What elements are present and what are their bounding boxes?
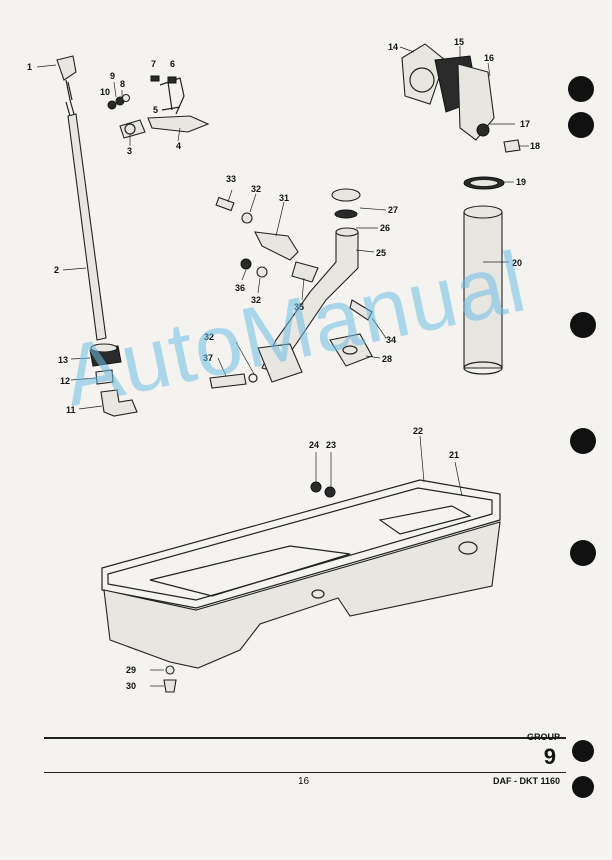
callout-11: 11 bbox=[66, 405, 76, 415]
callout-13: 13 bbox=[58, 355, 68, 365]
callout-8: 8 bbox=[120, 79, 125, 89]
page-number: 16 bbox=[298, 776, 310, 787]
index-tab-marker bbox=[568, 112, 594, 138]
oil-suction-pipe-assembly bbox=[209, 188, 387, 389]
callout-34: 34 bbox=[386, 335, 396, 345]
callout-33: 33 bbox=[226, 174, 236, 184]
callout-35: 35 bbox=[294, 302, 304, 312]
index-tab-marker bbox=[572, 776, 594, 798]
callout-15: 15 bbox=[454, 37, 464, 47]
callout-27: 27 bbox=[388, 205, 398, 215]
callout-10: 10 bbox=[100, 87, 110, 97]
bracket-parts bbox=[107, 75, 210, 146]
callout-24: 24 bbox=[309, 440, 319, 450]
index-tab-marker bbox=[570, 428, 596, 454]
group-label: GROUP bbox=[526, 732, 560, 742]
callout-labels: 1 2 3 4 5 6 7 8 9 10 11 12 13 14 15 16 1… bbox=[27, 37, 540, 691]
callout-16: 16 bbox=[484, 53, 494, 63]
dipstick-assembly bbox=[36, 55, 107, 341]
callout-19: 19 bbox=[516, 177, 526, 187]
callout-14: 14 bbox=[388, 42, 398, 52]
callout-4: 4 bbox=[176, 141, 181, 151]
callout-32-top: 32 bbox=[251, 184, 261, 194]
callout-3: 3 bbox=[127, 146, 132, 156]
callout-25: 25 bbox=[376, 248, 386, 258]
callout-7: 7 bbox=[151, 59, 156, 69]
dipstick-guide-parts bbox=[70, 343, 138, 417]
callout-32-mid: 32 bbox=[251, 295, 261, 305]
callout-26: 26 bbox=[380, 223, 390, 233]
index-tab-marker bbox=[568, 76, 594, 102]
filler-neck-assembly bbox=[399, 43, 529, 375]
footer-rule-bottom bbox=[44, 772, 566, 773]
callout-5: 5 bbox=[153, 105, 158, 115]
callout-21: 21 bbox=[449, 450, 459, 460]
callout-17: 17 bbox=[520, 119, 530, 129]
callout-20: 20 bbox=[512, 258, 522, 268]
callout-1: 1 bbox=[27, 62, 32, 72]
callout-29: 29 bbox=[126, 665, 136, 675]
callout-30: 30 bbox=[126, 681, 136, 691]
document-code: DAF - DKT 1160 bbox=[492, 776, 560, 786]
callout-28: 28 bbox=[382, 354, 392, 364]
index-tab-marker bbox=[570, 540, 596, 566]
callout-2: 2 bbox=[54, 265, 59, 275]
callout-32-low: 32 bbox=[204, 332, 214, 342]
index-tab-marker bbox=[572, 740, 594, 762]
callout-6: 6 bbox=[170, 59, 175, 69]
callout-18: 18 bbox=[530, 141, 540, 151]
callout-23: 23 bbox=[326, 440, 336, 450]
footer-rule-top bbox=[44, 737, 566, 739]
callout-9: 9 bbox=[110, 71, 115, 81]
callout-12: 12 bbox=[60, 376, 70, 386]
group-number: 9 bbox=[543, 744, 556, 769]
callout-36: 36 bbox=[235, 283, 245, 293]
oil-sump-pan bbox=[101, 435, 501, 693]
callout-37: 37 bbox=[203, 353, 213, 363]
index-tab-marker bbox=[570, 312, 596, 338]
callout-31: 31 bbox=[279, 193, 289, 203]
callout-22: 22 bbox=[413, 426, 423, 436]
